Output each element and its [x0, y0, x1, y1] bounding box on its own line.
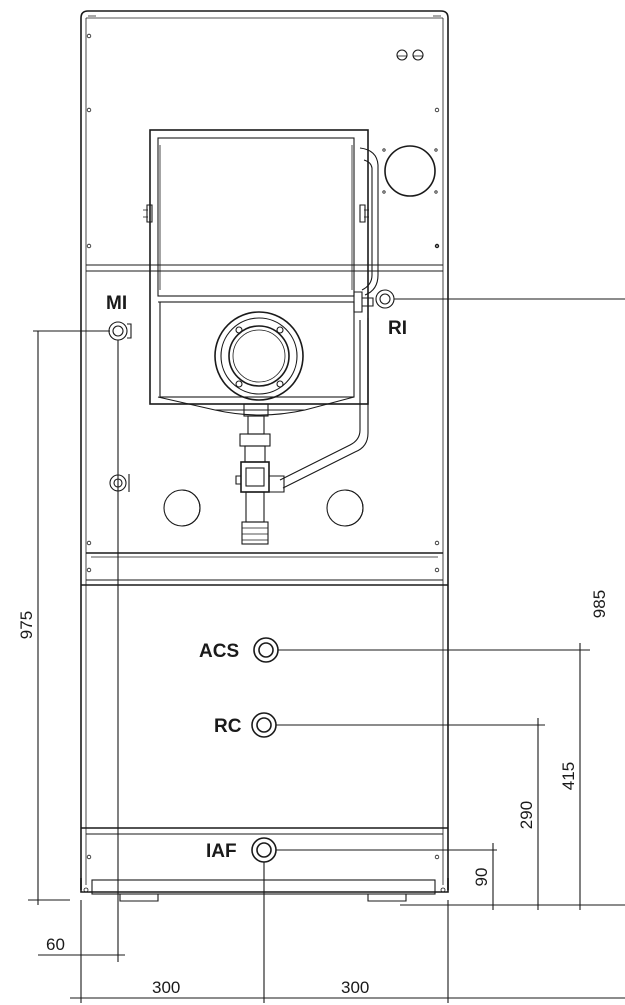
- dim-300-left: 300: [152, 978, 180, 997]
- return-pipe: [279, 147, 379, 489]
- round-port-top: [382, 145, 439, 248]
- dim-90: 90: [472, 868, 491, 887]
- label-iaf: IAF: [206, 841, 237, 862]
- dimension-lines: [28, 330, 625, 1003]
- boiler-body: [143, 129, 369, 416]
- dim-290: 290: [517, 801, 536, 829]
- label-rc: RC: [214, 716, 242, 737]
- mi-connector: [108, 321, 132, 492]
- rc-connector: [251, 712, 545, 738]
- side-holes: [163, 489, 364, 527]
- dim-415: 415: [559, 762, 578, 790]
- label-acs: ACS: [199, 641, 239, 662]
- pump-assembly: [235, 403, 285, 545]
- ri-connector: [375, 289, 625, 309]
- cabinet-outline: [80, 10, 449, 890]
- dim-300-right: 300: [341, 978, 369, 997]
- dim-60: 60: [46, 935, 65, 954]
- label-ri: RI: [388, 318, 407, 339]
- label-mi: MI: [106, 293, 127, 314]
- acs-connector: [253, 637, 590, 663]
- burner-flange: [214, 311, 304, 401]
- dim-985: 985: [590, 590, 609, 618]
- iaf-connector: [251, 837, 497, 863]
- panel-lines: [81, 264, 448, 860]
- dim-975: 975: [17, 611, 36, 639]
- vent-holes: [396, 49, 424, 61]
